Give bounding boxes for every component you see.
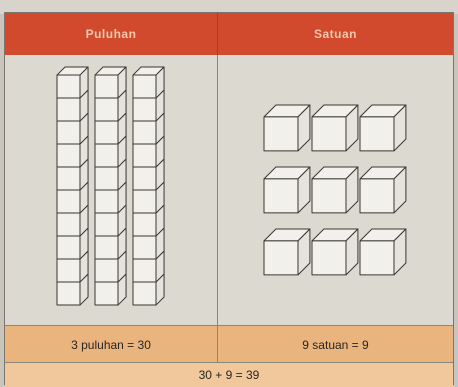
place-value-table: Puluhan Satuan 3 puluhan = 30 9 satuan =… — [4, 12, 454, 387]
unit-cube — [359, 104, 407, 152]
unit-cube — [311, 104, 359, 152]
ones-count: 9 satuan = 9 — [302, 337, 369, 352]
unit-cube — [359, 228, 407, 276]
unit-cube — [359, 166, 407, 214]
unit-cube — [263, 166, 311, 214]
header-tens: Puluhan — [5, 13, 218, 55]
tens-count: 3 puluhan = 30 — [5, 326, 218, 363]
page-edge — [0, 0, 458, 14]
header-row: Puluhan Satuan — [5, 13, 453, 55]
unit-cube — [263, 228, 311, 276]
blocks-row — [5, 55, 453, 325]
tens-rod-1-cube — [56, 66, 89, 99]
tens-rod-2-cube — [94, 66, 127, 99]
tens-rod-3-cube — [132, 66, 165, 99]
tens-rods-illustration — [56, 66, 165, 306]
count-row: 3 puluhan = 30 9 satuan = 9 — [5, 325, 453, 363]
total-row: 30 + 9 = 39 — [5, 362, 453, 387]
unit-cube — [311, 228, 359, 276]
ones-cell — [218, 55, 453, 325]
header-ones: Satuan — [313, 27, 357, 41]
unit-cube — [263, 104, 311, 152]
unit-cubes-illustration — [263, 104, 407, 276]
unit-cube — [311, 166, 359, 214]
tens-cell — [5, 55, 218, 325]
